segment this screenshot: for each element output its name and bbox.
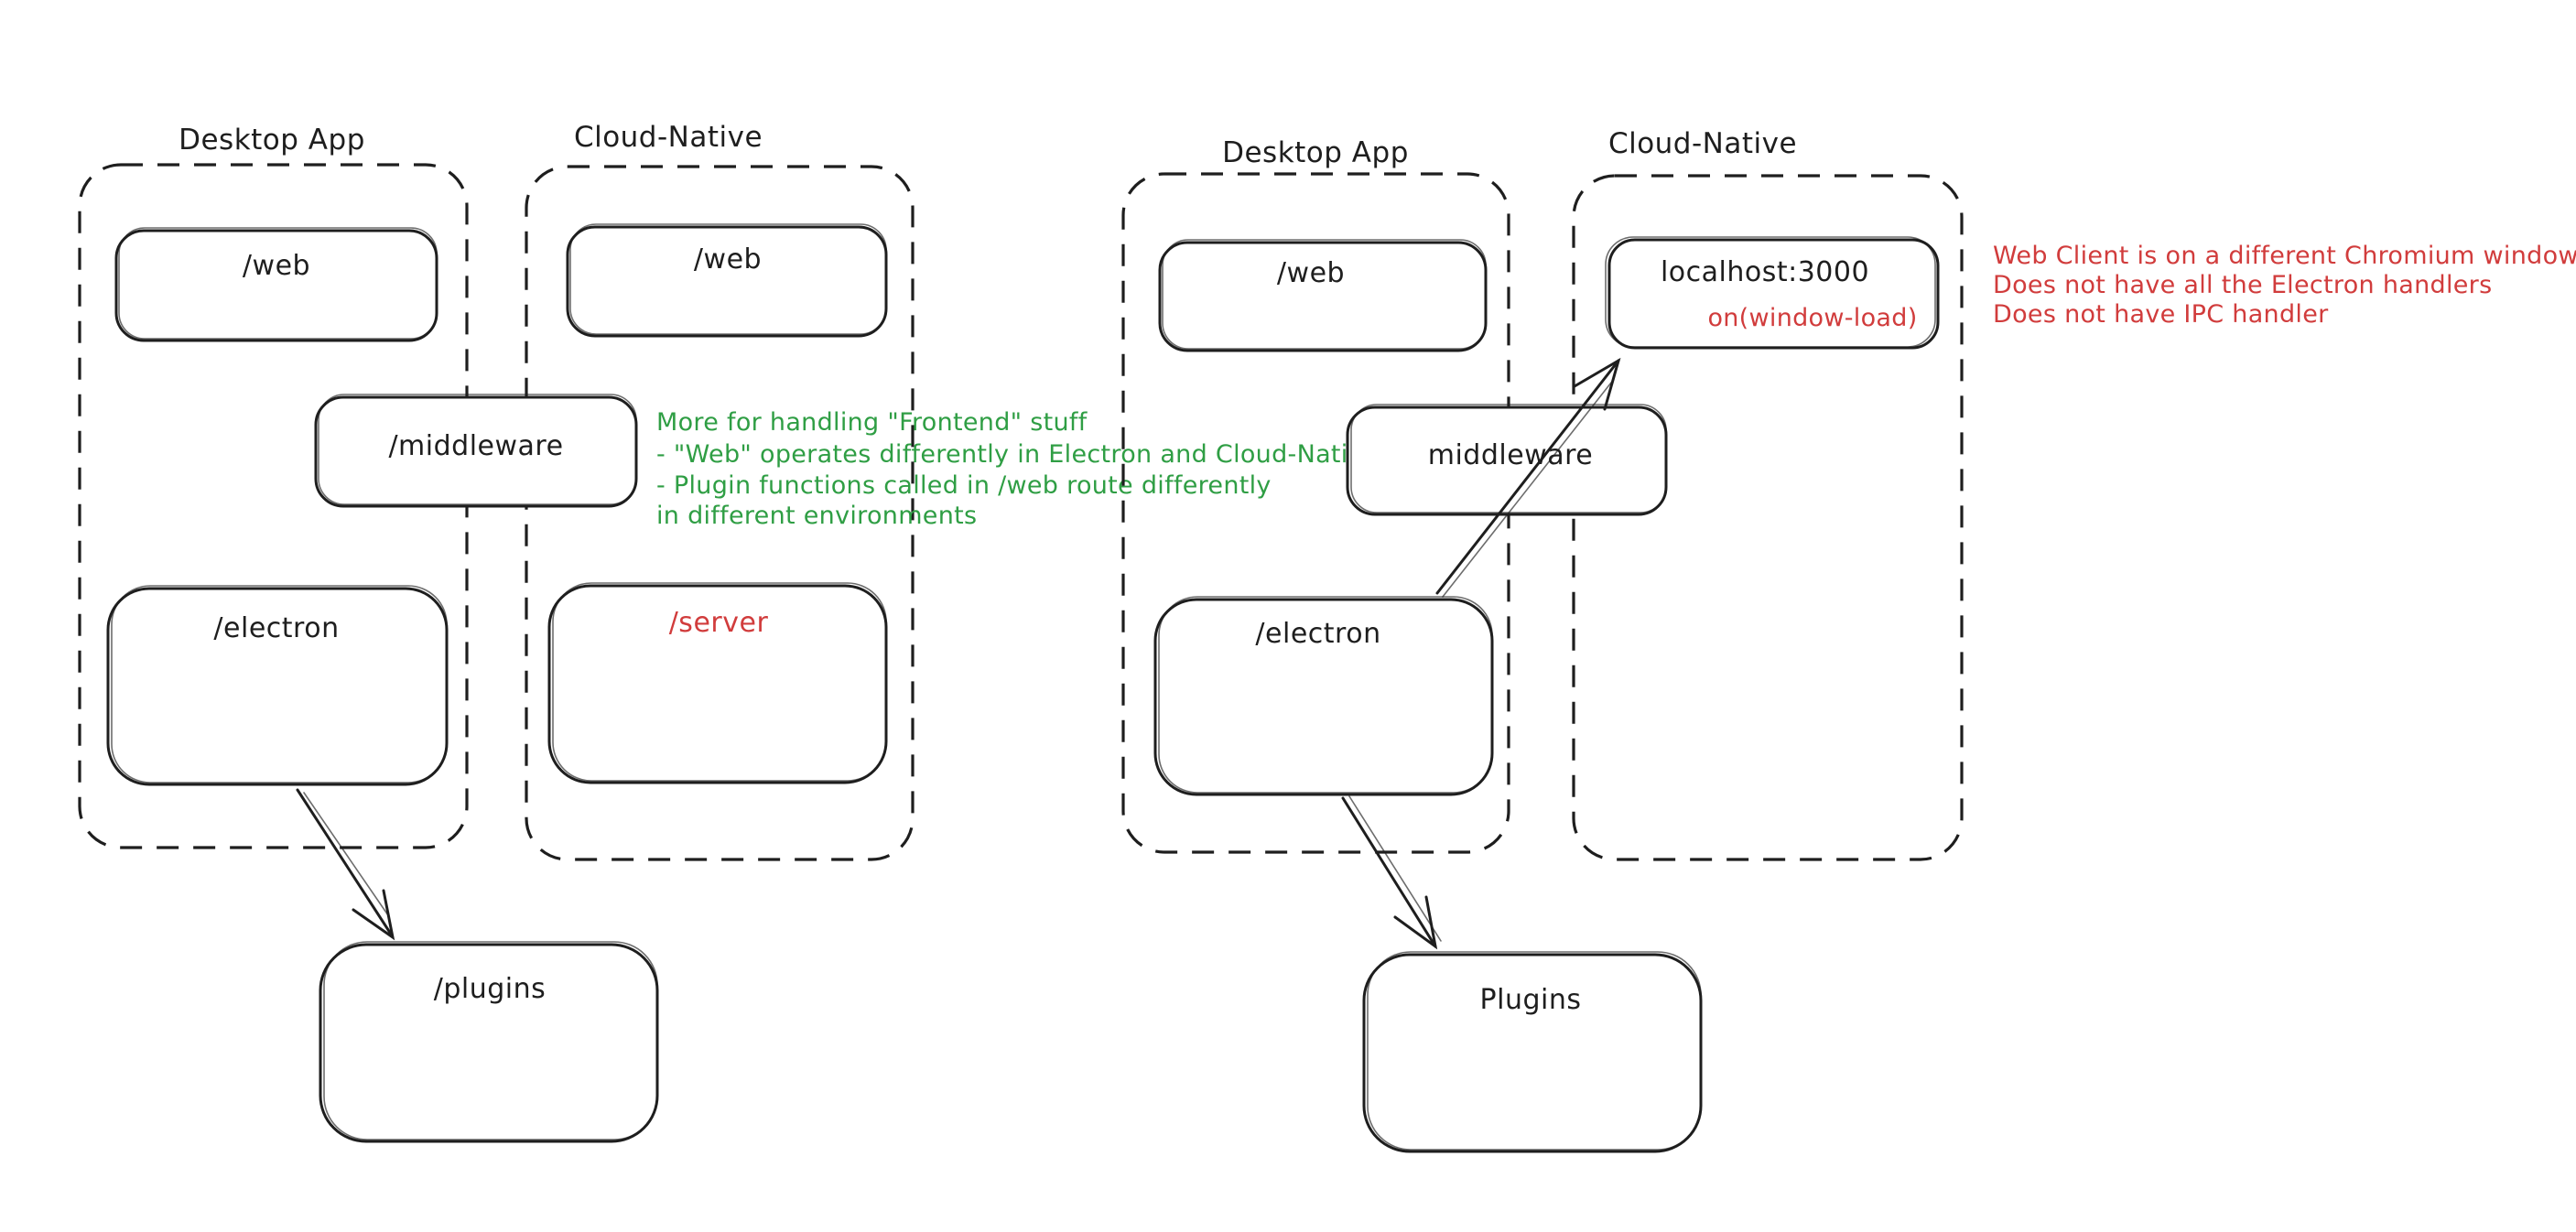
server-box[interactable]: /server (547, 582, 888, 784)
left-electron-label[interactable]: /electron (213, 612, 339, 644)
right-cloud-container[interactable] (1572, 174, 1964, 861)
left-middleware-label[interactable]: /middleware (388, 430, 563, 462)
left-electron-box[interactable]: /electron (106, 585, 449, 786)
right-middleware-box[interactable]: middleware (1346, 404, 1668, 516)
left-web-cloud-label[interactable]: /web (694, 243, 762, 276)
left-plugins-label[interactable]: /plugins (434, 973, 547, 1005)
right-middleware-label[interactable]: middleware (1428, 439, 1594, 471)
right-desktop-label[interactable]: Desktop App (1222, 136, 1409, 169)
right-plugins-label[interactable]: Plugins (1480, 984, 1582, 1016)
on-window-load-label[interactable]: on(window-load) (1707, 304, 1917, 332)
green-note-line-2[interactable]: - "Web" operates differently in Electron… (656, 440, 1379, 469)
right-electron-box[interactable]: /electron (1153, 596, 1494, 796)
left-plugins-box-sketch (323, 941, 658, 1140)
arrow-electron-to-plugins-left[interactable] (296, 788, 395, 941)
arrow-localhost-sketch (1442, 382, 1612, 598)
green-note-line-4[interactable]: in different environments (656, 502, 977, 530)
right-web-label[interactable]: /web (1277, 257, 1345, 289)
arrow-left-sketch (303, 792, 389, 916)
left-web-desktop-box[interactable]: /web (114, 227, 438, 342)
localhost-label[interactable]: localhost:3000 (1661, 256, 1869, 288)
right-cloud-label[interactable]: Cloud-Native (1608, 127, 1797, 160)
green-note-line-1[interactable]: More for handling "Frontend" stuff (656, 408, 1088, 437)
green-note[interactable]: More for handling "Frontend" stuff - "We… (656, 408, 1379, 530)
right-web-box[interactable]: /web (1158, 239, 1488, 352)
green-note-line-3[interactable]: - Plugin functions called in /web route … (656, 471, 1272, 500)
right-electron-label[interactable]: /electron (1255, 618, 1380, 650)
red-note-line-3[interactable]: Does not have IPC handler (1993, 300, 2329, 329)
localhost-box[interactable]: localhost:3000 on(window-load) (1605, 236, 1940, 350)
left-web-desktop-box-sketch (118, 227, 438, 340)
red-note[interactable]: Web Client is on a different Chromium wi… (1993, 242, 2576, 329)
left-electron-box-sketch (111, 585, 448, 784)
right-electron-box-sketch (1158, 596, 1493, 794)
left-web-desktop-label[interactable]: /web (243, 250, 310, 282)
red-note-line-2[interactable]: Does not have all the Electron handlers (1993, 271, 2492, 299)
left-desktop-label[interactable]: Desktop App (179, 124, 365, 157)
left-middleware-box-sketch (318, 394, 637, 505)
arrow-electron-to-localhost[interactable] (1435, 357, 1621, 598)
right-plugins-box-sketch (1367, 951, 1702, 1151)
left-cloud-container[interactable] (525, 165, 915, 861)
localhost-box-sketch (1605, 236, 1936, 348)
left-middleware-box[interactable]: /middleware (314, 394, 638, 508)
arrow-electron-to-plugins-right[interactable] (1341, 795, 1442, 950)
server-box-sketch (552, 582, 887, 782)
right-web-box-sketch (1162, 239, 1487, 350)
left-web-cloud-box-sketch (569, 223, 887, 335)
arrow-right-sketch (1348, 795, 1442, 942)
left-plugins-box[interactable]: /plugins (319, 941, 659, 1143)
left-cloud-label[interactable]: Cloud-Native (574, 121, 763, 154)
server-label[interactable]: /server (669, 607, 769, 639)
left-web-cloud-box[interactable]: /web (566, 223, 888, 338)
right-plugins-box[interactable]: Plugins (1362, 951, 1703, 1153)
red-note-line-1[interactable]: Web Client is on a different Chromium wi… (1993, 242, 2576, 270)
